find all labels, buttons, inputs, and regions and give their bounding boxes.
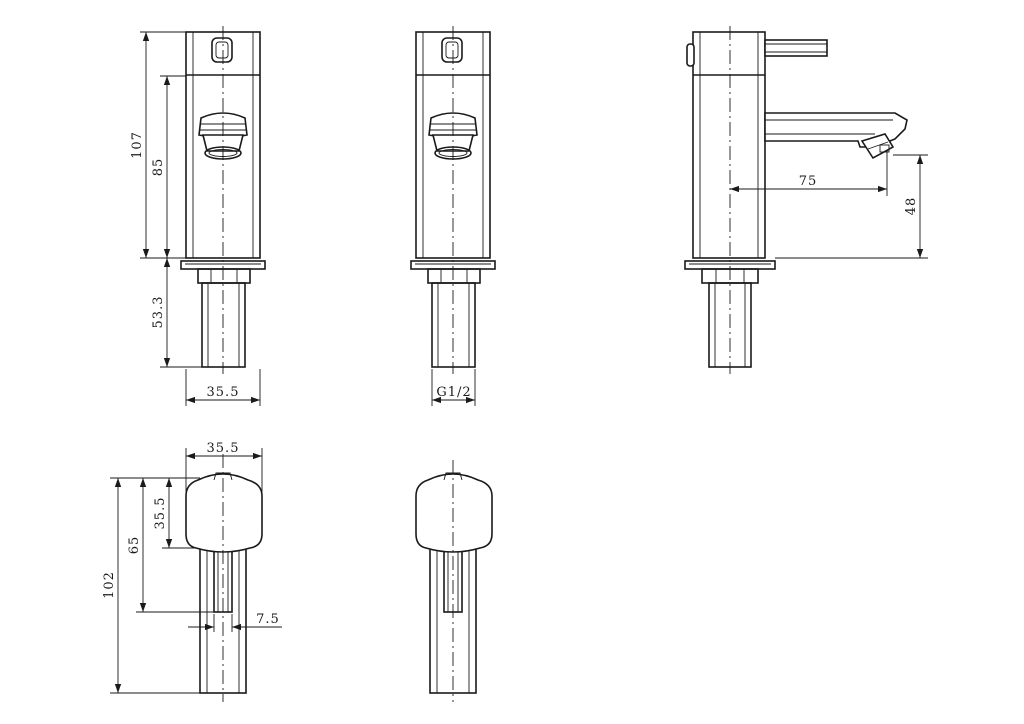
dim-top-stem-width: 7.5 (256, 612, 280, 627)
dim-spout-reach: 75 (799, 174, 818, 189)
indicator-icon (441, 37, 463, 63)
dim-top-handle-depth: 35.5 (153, 497, 168, 530)
side-dimensions: 75 48 (730, 150, 928, 259)
dim-front-tail-length: 53.3 (151, 296, 166, 329)
dim-thread-size: G1/2 (436, 385, 471, 400)
dim-top-total-depth: 102 (102, 571, 117, 599)
front-dimensions: 107 85 53.3 35.5 (130, 31, 261, 406)
dim-front-height-body: 85 (151, 158, 166, 177)
handle-head (415, 473, 493, 553)
dim-front-width: 35.5 (207, 385, 240, 400)
top-dimensions: 35.5 35.5 65 102 7.5 (102, 441, 282, 694)
indicator-icon (211, 37, 233, 63)
rear-view (410, 26, 496, 374)
top-view (185, 454, 263, 702)
dim-top-depth-to-stem: 65 (127, 536, 142, 555)
handle-head (185, 473, 263, 553)
side-view (684, 26, 908, 374)
front-view (180, 26, 266, 374)
top-view-2 (415, 460, 493, 702)
indicator-icon (686, 43, 695, 67)
dim-top-width: 35.5 (207, 441, 240, 456)
thread-dimension: G1/2 (431, 369, 476, 406)
spout (764, 112, 908, 160)
dim-front-height-total: 107 (130, 131, 145, 159)
lever-handle (764, 39, 828, 57)
dim-spout-height: 48 (904, 197, 919, 216)
